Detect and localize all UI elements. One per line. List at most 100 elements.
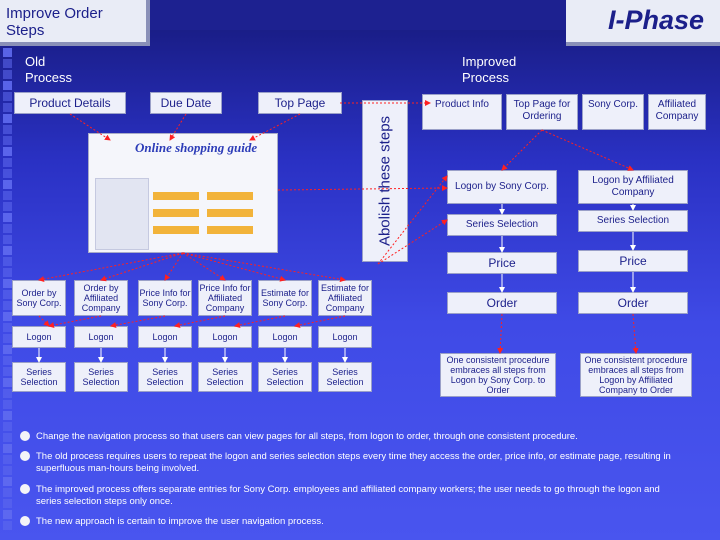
flow-arrow	[182, 252, 346, 283]
flow-arrow	[277, 185, 448, 192]
logon-box: Logon	[138, 326, 192, 348]
affiliated-consistent-note: One consistent procedure embraces all st…	[580, 353, 692, 397]
flow-arrow	[234, 315, 286, 328]
flow-arrow	[69, 113, 111, 141]
decor-square	[3, 400, 12, 409]
decor-square	[3, 48, 12, 57]
screenshot-row	[207, 226, 253, 234]
series-selection-box: Series Selection	[12, 362, 66, 392]
top-page-box: Top Page	[258, 92, 342, 114]
flow-arrow	[377, 175, 448, 265]
decor-square	[3, 268, 12, 277]
flow-start-box: Estimate for Affiliated Company	[318, 280, 372, 316]
decor-square	[3, 411, 12, 420]
bullet-text-1: Change the navigation process so that us…	[36, 431, 578, 442]
sony-corp-header-box: Sony Corp.	[582, 94, 644, 130]
decor-square	[3, 466, 12, 475]
flow-arrow	[632, 313, 639, 354]
flow-start-box: Order by Sony Corp.	[12, 280, 66, 316]
decor-square	[3, 202, 12, 211]
decor-square	[3, 235, 12, 244]
bullet-icon	[20, 431, 30, 441]
decor-square	[3, 213, 12, 222]
decor-square	[3, 92, 12, 101]
decor-square	[3, 345, 12, 354]
decor-square	[3, 334, 12, 343]
decor-square	[3, 290, 12, 299]
decor-square	[3, 301, 12, 310]
flow-arrow	[38, 252, 184, 283]
series-selection-box: Series Selection	[138, 362, 192, 392]
product-details-box: Product Details	[14, 92, 126, 114]
logon-box: Logon	[198, 326, 252, 348]
flow-arrow	[174, 315, 226, 328]
decor-square	[3, 224, 12, 233]
screenshot-row	[153, 209, 199, 217]
decor-square	[3, 191, 12, 200]
flow-arrow	[497, 313, 504, 354]
flow-arrow	[294, 315, 346, 328]
sony-consistent-note: One consistent procedure embraces all st…	[440, 353, 556, 397]
decor-square	[3, 477, 12, 486]
page-title: Improve Order Steps	[0, 0, 150, 46]
price-sony-box: Price	[447, 252, 557, 274]
flow-arrow	[48, 315, 102, 329]
decor-square	[3, 367, 12, 376]
decor-square	[3, 81, 12, 90]
bullet-text-2: The old process requires users to repeat…	[36, 451, 671, 474]
due-date-box: Due Date	[150, 92, 222, 114]
decor-square	[3, 356, 12, 365]
logon-box: Logon	[258, 326, 312, 348]
decor-square	[3, 422, 12, 431]
screenshot-sidebar	[95, 178, 149, 250]
logon-affiliated-box: Logon by Affiliated Company	[578, 170, 688, 204]
decor-square	[3, 169, 12, 178]
decor-square	[3, 114, 12, 123]
flow-arrow	[182, 252, 286, 282]
logon-box: Logon	[12, 326, 66, 348]
flow-arrow	[249, 113, 301, 141]
top-page-ordering-box: Top Page for Ordering	[506, 94, 578, 130]
decor-square	[3, 455, 12, 464]
decor-square	[3, 378, 12, 387]
logon-sony-box: Logon by Sony Corp.	[447, 170, 557, 204]
flow-arrow	[164, 252, 184, 281]
series-selection-box: Series Selection	[318, 362, 372, 392]
series-selection-box: Series Selection	[198, 362, 252, 392]
flow-arrow	[38, 315, 50, 327]
bullet-icon	[20, 451, 30, 461]
flow-arrow	[182, 252, 226, 281]
logon-box: Logon	[318, 326, 372, 348]
decor-square	[3, 180, 12, 189]
decor-square	[3, 510, 12, 519]
bullet-icon	[20, 484, 30, 494]
shopping-guide-logo: Online shopping guide	[135, 140, 258, 155]
flow-start-box: Price Info for Sony Corp.	[138, 280, 192, 316]
flow-arrow	[100, 252, 184, 282]
decor-square	[3, 433, 12, 442]
phase-label: I-Phase	[566, 0, 720, 46]
flow-arrow	[501, 129, 543, 171]
decor-square	[3, 521, 12, 530]
flow-start-box: Estimate for Sony Corp.	[258, 280, 312, 316]
screenshot-row	[207, 209, 253, 217]
affiliated-company-header-box: Affiliated Company	[648, 94, 706, 130]
screenshot-row	[153, 226, 199, 234]
decor-square	[3, 257, 12, 266]
left-decor-strip	[0, 46, 14, 540]
decor-square	[3, 70, 12, 79]
header-bar	[150, 0, 566, 30]
product-info-box: Product Info	[422, 94, 502, 130]
shopping-guide-screenshot: Online shopping guide	[88, 133, 278, 253]
screenshot-row	[207, 192, 253, 200]
flow-arrow	[169, 113, 187, 141]
decor-square	[3, 444, 12, 453]
flow-arrow	[377, 219, 448, 265]
bullet-icon	[20, 516, 30, 526]
decor-square	[3, 147, 12, 156]
bullet-text-4: The new approach is certain to improve t…	[36, 516, 324, 527]
screenshot-row	[153, 192, 199, 200]
decor-square	[3, 136, 12, 145]
decor-square	[3, 103, 12, 112]
